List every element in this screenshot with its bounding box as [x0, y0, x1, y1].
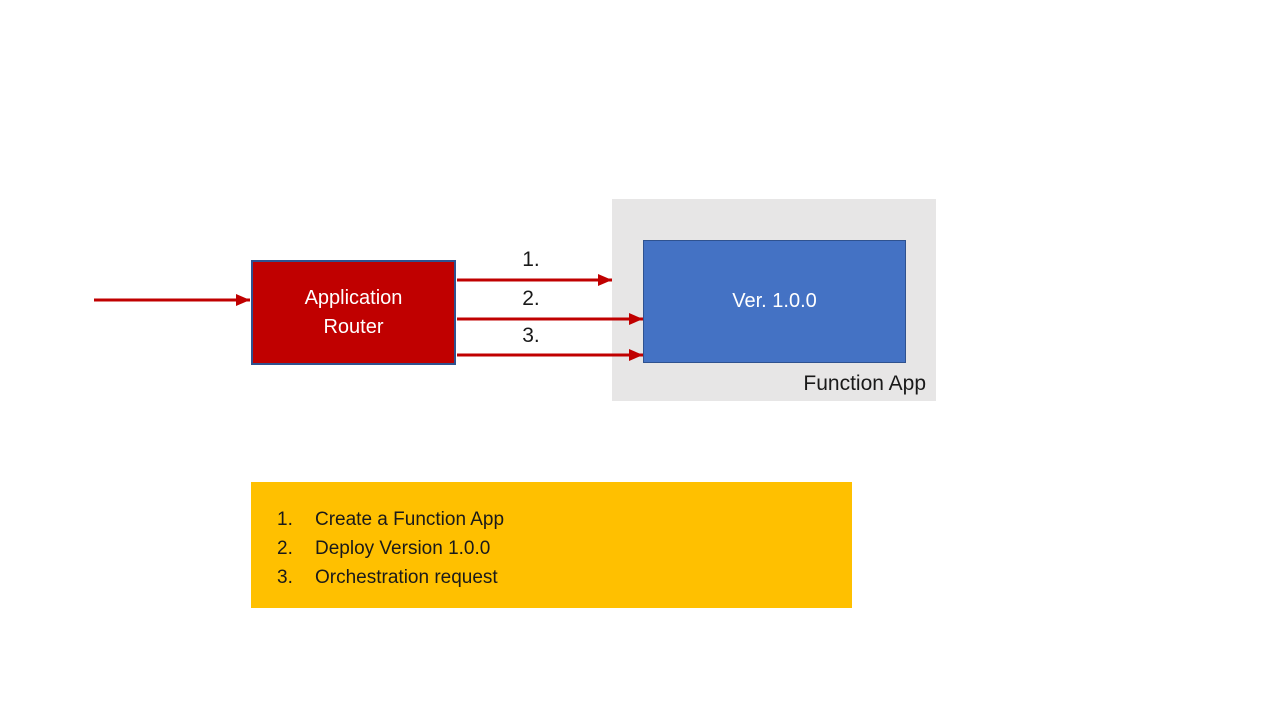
- arrow-label-2: 2.: [522, 287, 540, 310]
- legend-item-text: Create a Function App: [315, 509, 505, 530]
- legend-item-text: Orchestration request: [315, 567, 498, 588]
- legend-item-text: Deploy Version 1.0.0: [315, 538, 491, 559]
- arrow-label-3: 3.: [522, 324, 540, 347]
- legend-item-number: 3.: [277, 567, 293, 588]
- legend-item: 1. Create a Function App: [277, 505, 852, 534]
- legend-item: 3. Orchestration request: [277, 563, 852, 592]
- legend-box: 1. Create a Function App 2. Deploy Versi…: [251, 482, 852, 608]
- application-router-box: Application Router: [251, 260, 456, 365]
- legend-item: 2. Deploy Version 1.0.0: [277, 534, 852, 563]
- function-app-caption: Function App: [803, 372, 926, 395]
- arrow-label-1: 1.: [522, 248, 540, 271]
- legend-item-number: 1.: [277, 509, 293, 530]
- application-router-label: Application Router: [304, 286, 403, 338]
- legend-item-number: 2.: [277, 538, 293, 559]
- version-box-label: Ver. 1.0.0: [732, 290, 817, 312]
- version-box: Ver. 1.0.0: [643, 240, 906, 363]
